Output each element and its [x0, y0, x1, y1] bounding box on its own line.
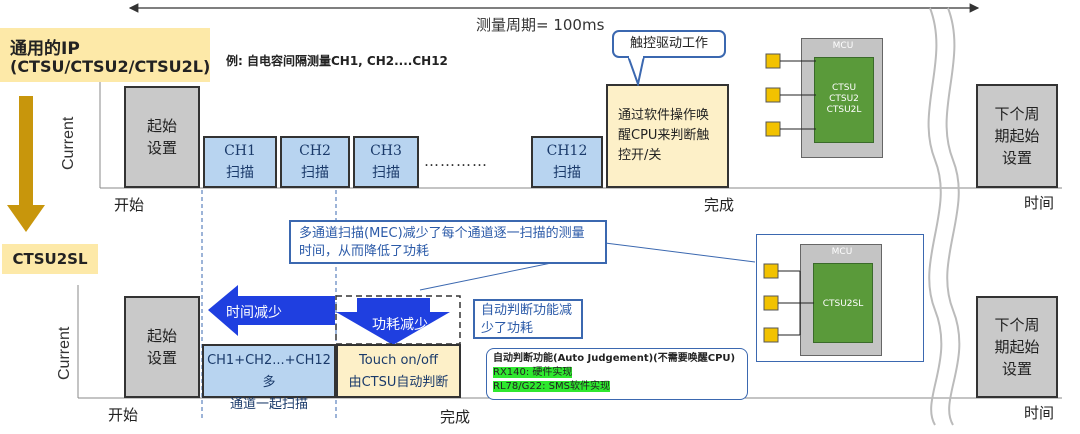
- bottom-start-box: 起始设置: [124, 296, 200, 398]
- example-label: 例: 自电容间隔测量CH1, CH2....CH12: [226, 54, 448, 68]
- bottom-time-label: 时间: [1024, 404, 1055, 422]
- channel-dots: …………: [424, 152, 488, 170]
- auto-judge-title: 自动判断功能(Auto Judgement)(不需要唤醒CPU): [493, 353, 736, 364]
- note-pointer-mcu: [604, 242, 756, 263]
- cpu-judge-box: 通过软件操作唤醒CPU来判断触控开/关: [606, 84, 729, 188]
- callout-tail: [628, 56, 646, 86]
- time-reduce-arrow: [208, 285, 335, 336]
- ch12-name: CH12: [546, 143, 588, 159]
- mcu-core-line1: CTSU: [831, 83, 857, 93]
- top-start-label: 开始: [114, 196, 145, 214]
- bottom-mcu-pins: [763, 263, 814, 343]
- ip-title-box: 通用的IP (CTSU/CTSU2/CTSU2L): [0, 28, 210, 82]
- ch1-name: CH1: [224, 143, 256, 159]
- ch3-name: CH3: [370, 143, 402, 159]
- gold-arrow-shaft: [19, 96, 33, 208]
- time-reduce-label: 时间减少: [226, 305, 282, 321]
- bottom-mcu-title: MCU: [831, 247, 853, 257]
- period-label: 测量周期= 100ms: [476, 16, 605, 34]
- bottom-next-box: 下个周期起始设置: [976, 296, 1058, 398]
- ch1-scan: 扫描: [226, 165, 254, 181]
- ctsu2sl-label: CTSU2SL: [2, 244, 98, 274]
- top-mcu-title: MCU: [832, 41, 854, 51]
- mcu-core-line3: CTSU2L: [826, 105, 862, 115]
- bottom-start-label: 开始: [108, 406, 139, 424]
- ch2-scan: 扫描: [301, 165, 329, 181]
- touch-judge-block: Touch on/off 由CTSU自动判断: [336, 344, 461, 398]
- top-done-label: 完成: [704, 196, 735, 214]
- ch3-block: CH3 扫描: [353, 136, 419, 188]
- multi-scan-line2: 通道一起扫描: [229, 397, 308, 412]
- top-time-label: 时间: [1024, 194, 1055, 212]
- power-reduce-label: 功耗减少: [372, 317, 428, 333]
- auto-judge-note: 自动判断功能减少了功耗: [473, 299, 583, 339]
- bottom-mcu-core: CTSU2SL: [813, 263, 873, 343]
- auto-judge-rl: RL78/G22: SMS软件实现: [493, 381, 610, 392]
- bottom-mcu-frame: [756, 234, 924, 362]
- multi-scan-block: CH1+CH2...+CH12多 通道一起扫描: [202, 344, 336, 412]
- ch12-block: CH12 扫描: [531, 136, 603, 188]
- top-mcu: MCU CTSU CTSU2 CTSU2L: [801, 38, 883, 158]
- break-line-1: [927, 7, 943, 426]
- ch3-scan: 扫描: [372, 165, 400, 181]
- ip-title-line2: (CTSU/CTSU2/CTSU2L): [10, 57, 211, 76]
- top-ylabel: Current: [60, 116, 77, 170]
- power-reduce-arrow: [336, 298, 450, 345]
- ch2-name: CH2: [299, 143, 331, 159]
- touch-line2: 由CTSU自动判断: [348, 375, 449, 390]
- break-line-2: [945, 7, 961, 426]
- mcu-core-line2: CTSU2: [829, 94, 859, 104]
- ch12-scan: 扫描: [553, 165, 581, 181]
- mec-note: 多通道扫描(MEC)减少了每个通道逐一扫描的测量时间，从而降低了功耗: [289, 220, 607, 264]
- auto-judge-info: 自动判断功能(Auto Judgement)(不需要唤醒CPU) RX140: …: [486, 348, 748, 400]
- ch1-block: CH1 扫描: [203, 136, 277, 188]
- ip-title-line1: 通用的IP: [10, 39, 80, 59]
- touch-line1: Touch on/off: [359, 353, 438, 368]
- ch2-block: CH2 扫描: [280, 136, 350, 188]
- top-mcu-pins: [765, 53, 816, 137]
- top-mcu-core: CTSU CTSU2 CTSU2L: [814, 57, 874, 143]
- bottom-done-label: 完成: [440, 408, 471, 426]
- top-start-box: 起始设置: [124, 86, 200, 188]
- multi-scan-line1: CH1+CH2...+CH12多: [207, 353, 331, 390]
- touch-driver-callout: 触控驱动工作: [612, 30, 726, 58]
- top-next-box: 下个周期起始设置: [976, 84, 1058, 188]
- gold-arrow-head: [7, 205, 45, 232]
- auto-judge-rx: RX140: 硬件实现: [493, 367, 573, 378]
- bottom-ylabel: Current: [56, 326, 73, 380]
